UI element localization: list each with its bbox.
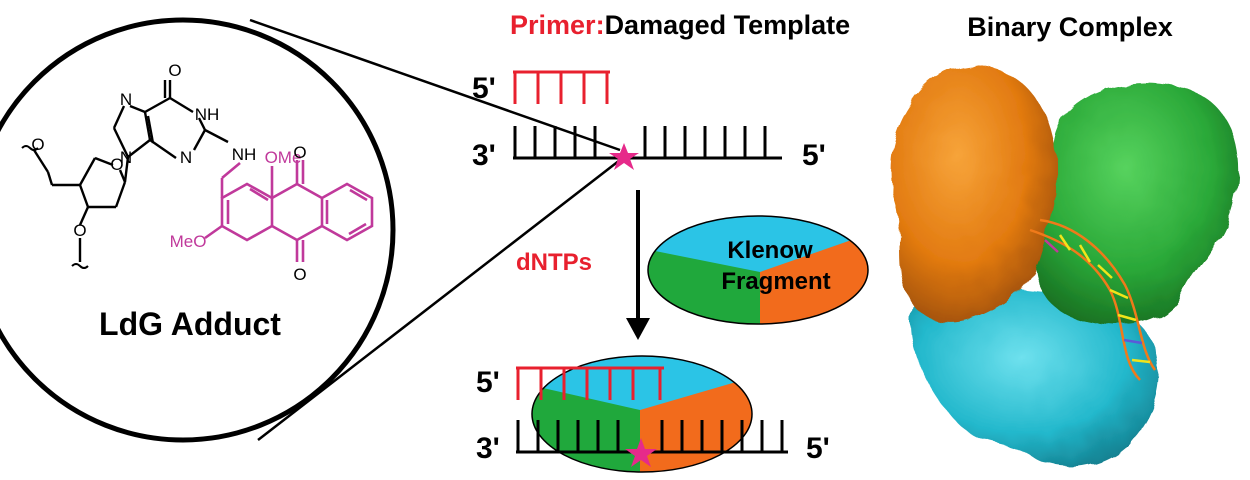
primer-strand-bottom — [516, 366, 664, 400]
binary-complex-title: Binary Complex — [967, 12, 1173, 42]
atom-n9: N — [120, 148, 132, 167]
reaction-arrow — [626, 190, 650, 340]
title-separator: : — [596, 10, 605, 40]
anthraquinone-bonds — [204, 160, 374, 262]
dntps-label: dNTPs — [516, 249, 592, 276]
lesion-star-top — [609, 143, 639, 170]
zoom-line-top — [249, 18, 621, 152]
atom-n3: N — [180, 148, 192, 167]
nucleoside-bonds — [32, 80, 229, 262]
atom-ome-top: OMe — [265, 148, 302, 167]
atom-meo-left: MeO — [170, 232, 207, 251]
lesion-star-bottom — [625, 438, 657, 467]
primer-strand-top — [513, 70, 610, 104]
duplex-top: 5' 3' 5' — [472, 70, 826, 172]
adduct-label: LdG Adduct — [99, 306, 281, 342]
klenow-fragment: Klenow Fragment — [647, 215, 869, 325]
cyan-domain — [910, 285, 1159, 467]
atom-n2h: NH — [232, 145, 257, 164]
zoom-circle — [0, 17, 396, 443]
atom-quinone-o1: O — [293, 143, 306, 162]
atom-o-carbonyl: O — [168, 61, 181, 80]
atom-sugar-o: O — [110, 155, 123, 174]
orange-domain — [891, 65, 1058, 323]
template-3prime-label-bottom: 3' — [476, 432, 500, 465]
primer-template-title: Primer:Damaged Template — [510, 10, 850, 40]
duplex-bottom: 5' 3' 5' — [476, 355, 830, 473]
template-word: Damaged Template — [605, 10, 851, 40]
atom-nh1: NH — [195, 105, 220, 124]
klenow-label-line2: Fragment — [721, 268, 830, 295]
primer-5prime-label-bottom: 5' — [476, 366, 500, 399]
klenow-label-line1: Klenow — [727, 237, 813, 264]
adduct-panel: O N NH N N NH O O O — [0, 17, 621, 443]
atom-quinone-o2: O — [293, 265, 306, 284]
atom-o3: O — [73, 221, 86, 240]
template-strand-top — [513, 126, 782, 160]
template-3prime-label: 3' — [472, 139, 496, 172]
template-5prime-label: 5' — [802, 139, 826, 172]
primer-word: Primer — [510, 10, 596, 40]
green-domain — [1034, 83, 1239, 326]
template-5prime-label-bottom: 5' — [806, 432, 830, 465]
primer-5prime-label: 5' — [472, 72, 496, 105]
bound-dna — [1029, 218, 1157, 381]
protein-surface — [891, 65, 1239, 467]
wavy-bond-5 — [21, 145, 39, 151]
atom-o5: O — [31, 135, 44, 154]
atom-n7: N — [120, 90, 132, 109]
wavy-bond-3 — [71, 263, 89, 269]
